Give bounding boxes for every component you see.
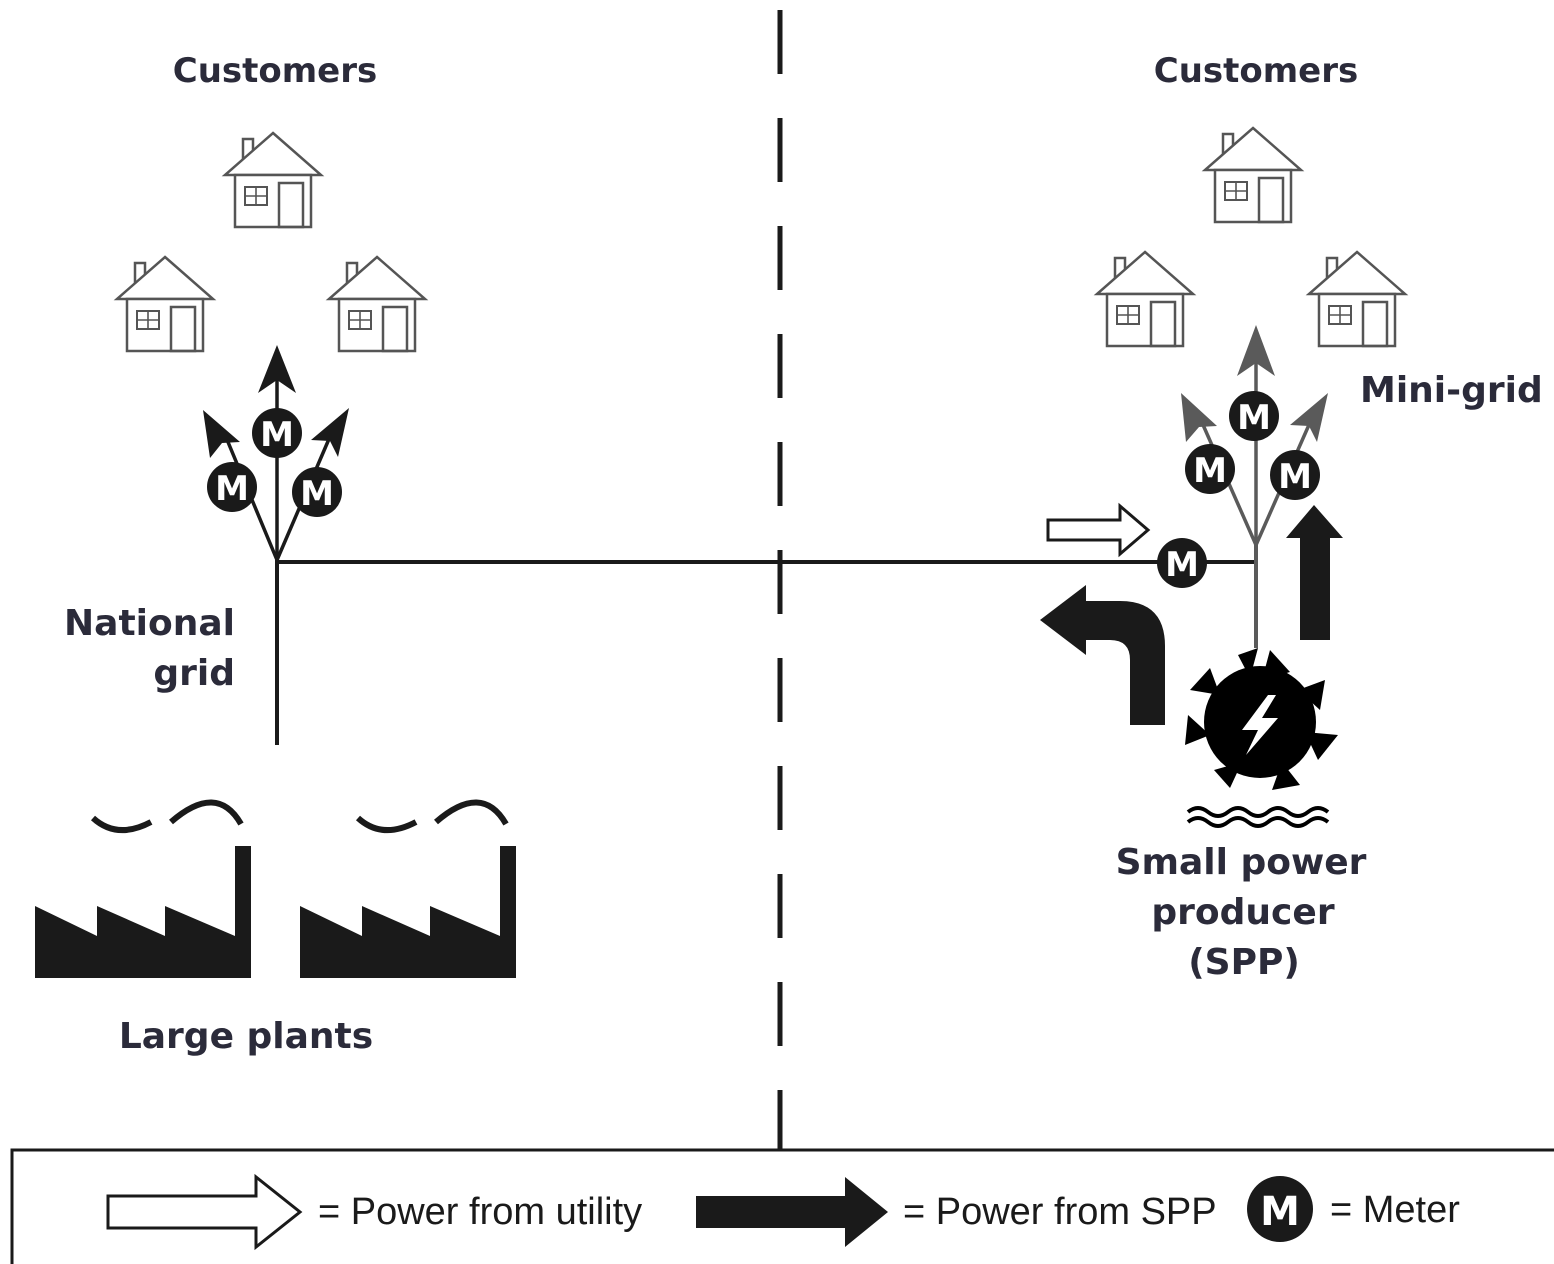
svg-text:M: M [1193,451,1227,491]
minigrid-arrow-head-center [1237,325,1275,376]
spp-power-arrow-to-grid [1040,585,1165,725]
spp-label-line1: Small power [1116,842,1367,883]
spp-label-line3: (SPP) [1188,942,1300,983]
spp-power-arrow-up [1286,505,1343,640]
utility-power-arrow [1046,502,1151,558]
meter-icon: M [207,462,257,512]
hydro-turbine-icon [1185,648,1338,828]
spp-label-line2: producer [1151,892,1334,933]
svg-text:M: M [1260,1189,1300,1235]
svg-text:M: M [215,469,249,509]
house-icon [1095,250,1195,348]
house-icon [327,255,427,353]
meter-icon: M [1157,538,1207,588]
arrow-head-left [203,410,240,458]
svg-text:M: M [1237,398,1271,438]
large-plants-label: Large plants [119,1016,373,1057]
legend-meter-icon: M [1247,1176,1313,1242]
legend-meter-label: = Meter [1330,1189,1460,1231]
left-customers-label: Customers [173,51,378,91]
national-grid-label-line2: grid [153,653,235,694]
factory-icon [300,802,516,978]
house-icon [1307,250,1407,348]
arrow-head-center [258,345,296,393]
legend-spp-label: = Power from SPP [903,1191,1217,1233]
meter-icon: M [292,467,342,517]
minigrid-arrow-head-left [1181,393,1217,442]
legend-utility-label: = Power from utility [318,1191,642,1233]
svg-text:M: M [1278,457,1312,497]
meter-icon: M [1270,450,1320,500]
svg-text:M: M [300,474,334,514]
arrow-head-right [311,408,349,457]
meter-icon: M [252,408,302,458]
legend-utility-arrow-icon [106,1173,303,1251]
legend-spp-arrow-icon [696,1177,888,1247]
factory-icon [35,802,251,978]
house-icon [223,131,323,229]
national-grid-label-line1: National [64,603,235,644]
meter-icon: M [1229,391,1279,441]
svg-text:M: M [260,415,294,455]
house-icon [115,255,215,353]
minigrid-label: Mini-grid [1360,370,1543,411]
minigrid-arrow-head-right [1290,393,1328,442]
meter-icon: M [1185,444,1235,494]
svg-text:M: M [1165,545,1199,585]
house-icon [1203,126,1303,224]
right-customers-label: Customers [1154,51,1359,91]
